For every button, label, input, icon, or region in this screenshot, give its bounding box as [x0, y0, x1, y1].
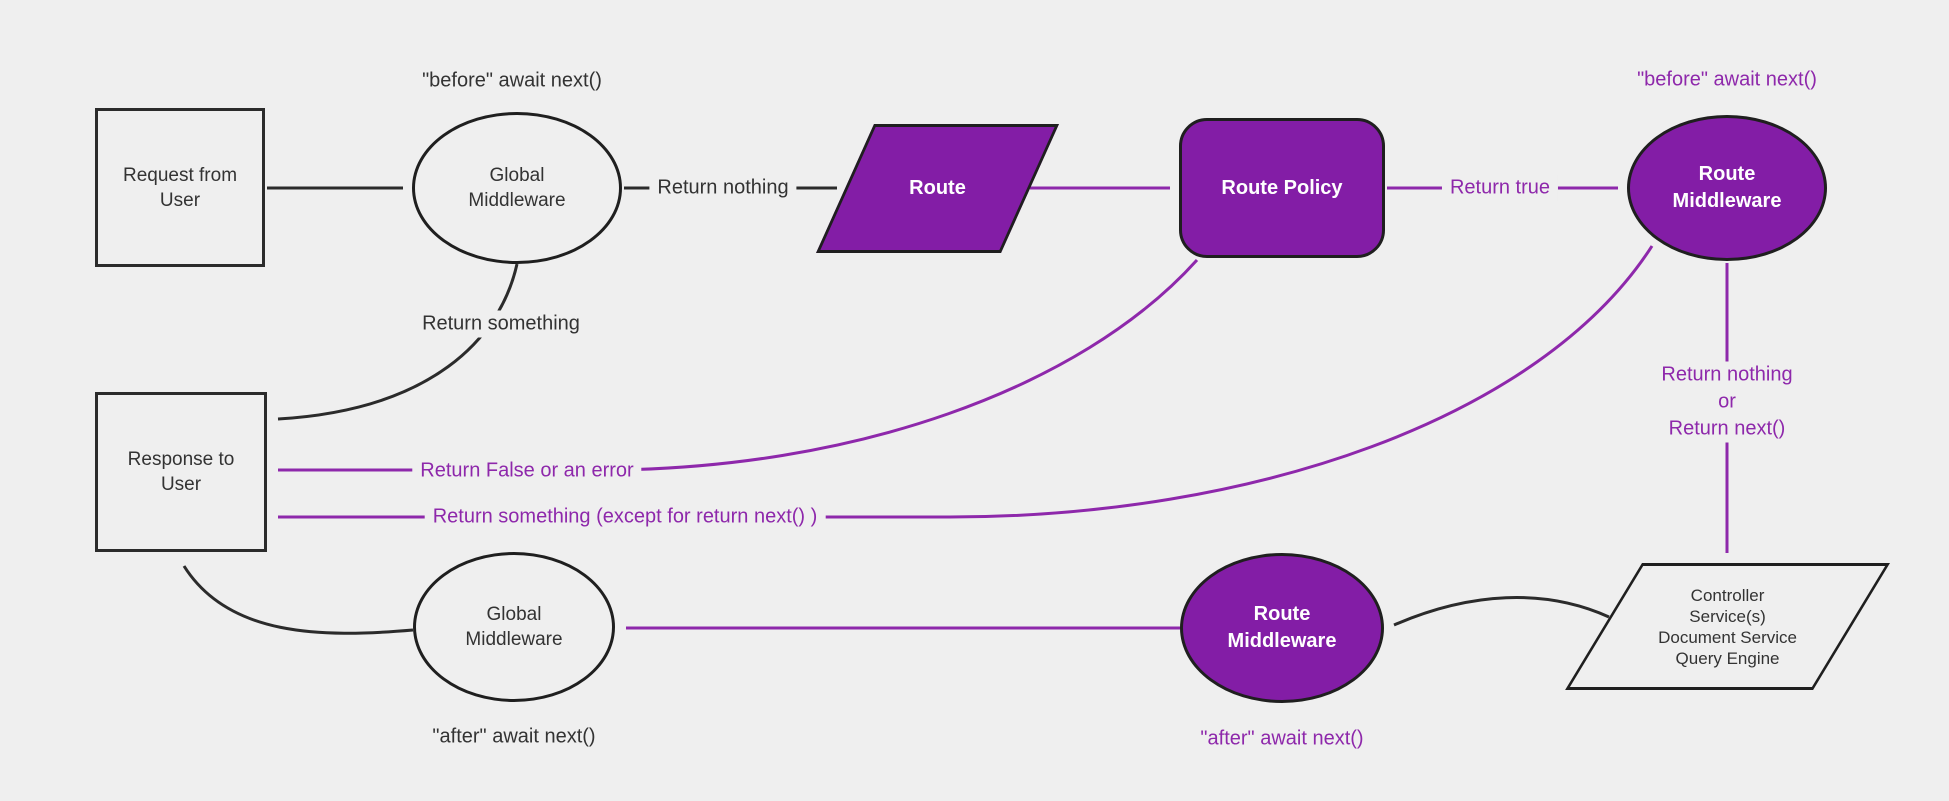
node-request-from-user: Request from User: [95, 108, 265, 267]
label-before-await-next-top: "before" await next(): [422, 69, 602, 92]
label-return-true: Return true: [1441, 174, 1559, 202]
node-route-policy: Route Policy: [1179, 118, 1385, 258]
node-response-to-user: Response to User: [95, 392, 267, 552]
label-return-nothing: Return nothing: [649, 174, 797, 202]
edge-global-mw-bottom-to-response: [182, 565, 414, 635]
node-global-middleware-top: Global Middleware: [412, 112, 622, 264]
edge-return-something-except: [278, 245, 1654, 519]
label-return-something-top: Return something: [414, 310, 588, 338]
node-route-middleware-top: Route Middleware: [1627, 115, 1827, 261]
node-route-label: Route: [909, 177, 966, 199]
label-after-await-next-right: "after" await next(): [1200, 727, 1364, 750]
node-controller-services-label: Controller Service(s) Document Service Q…: [1658, 585, 1797, 668]
edge-controller-to-route-mw-bottom: [1393, 596, 1610, 627]
label-return-false-or-error: Return False or an error: [412, 457, 642, 485]
label-return-nothing-or-next: Return nothing or Return next(): [1653, 361, 1801, 443]
node-global-middleware-bottom: Global Middleware: [413, 552, 615, 702]
node-controller-services: Controller Service(s) Document Service Q…: [1565, 563, 1890, 690]
node-route-middleware-bottom: Route Middleware: [1180, 553, 1384, 703]
label-before-await-next-right: "before" await next(): [1637, 68, 1817, 91]
label-after-await-next-left: "after" await next(): [432, 725, 596, 748]
edge-return-something-top: [277, 263, 519, 421]
label-return-something-except: Return something (except for return next…: [424, 503, 826, 531]
node-route: Route: [816, 124, 1059, 253]
edge-return-false: [278, 258, 1199, 472]
